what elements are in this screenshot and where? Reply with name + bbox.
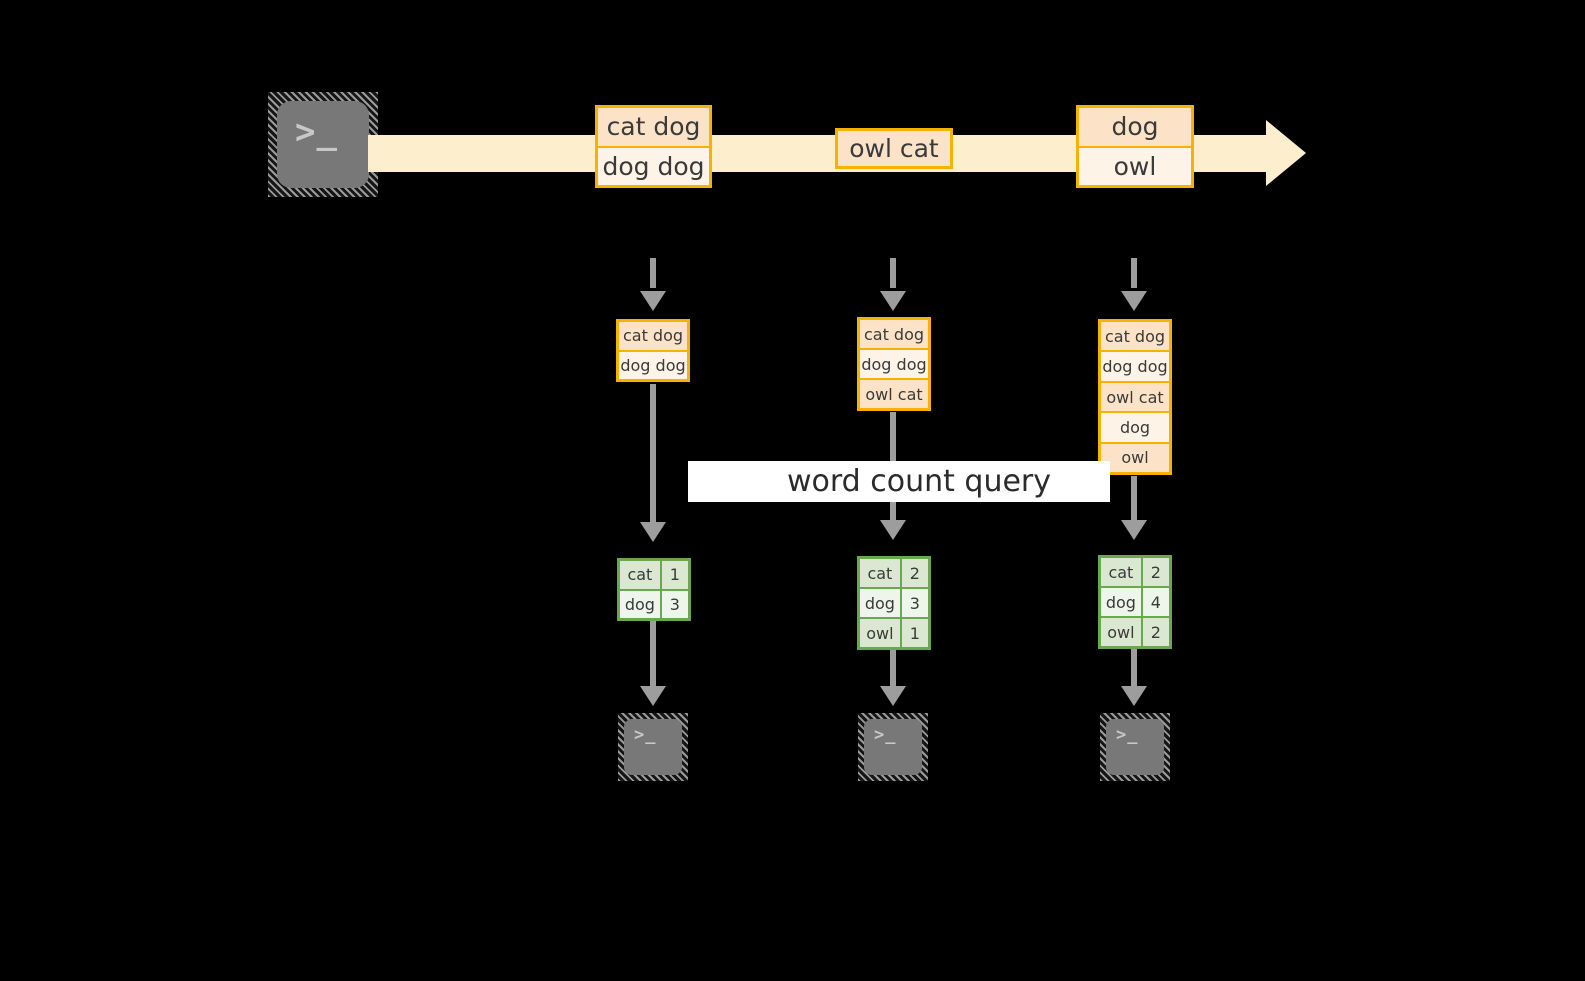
stream-event-1-line-2: dog dog (598, 145, 709, 185)
table-row: cat 2 (1101, 558, 1169, 586)
column-1-dashed-feed-arrowhead (640, 291, 666, 311)
query-label-text: word count query (786, 464, 1052, 499)
column-3-input-row: owl (1101, 441, 1169, 473)
result-word: cat (620, 561, 660, 589)
result-count: 2 (1140, 618, 1169, 646)
stream-event-1-line-1: cat dog (598, 108, 709, 146)
column-3-query-connector (1131, 476, 1137, 521)
table-row: dog 3 (620, 588, 688, 618)
column-3-sink-terminal-icon: >_ (1100, 713, 1170, 781)
result-count: 2 (899, 559, 928, 587)
result-count: 3 (659, 590, 688, 618)
stream-event-3-line-1: dog (1079, 108, 1191, 146)
column-1-input-row: dog dog (619, 349, 687, 379)
column-2-sink-terminal-icon: >_ (858, 713, 928, 781)
result-count: 3 (899, 589, 928, 617)
column-3-dashed-feed-segment (1131, 258, 1137, 288)
column-1-dashed-feed-segment (650, 258, 656, 288)
column-3-sink-terminal-body: >_ (1106, 719, 1164, 775)
column-3-result-table[interactable]: cat 2 dog 4 owl 2 (1098, 555, 1172, 649)
table-row: dog 3 (860, 587, 928, 617)
stream-event-2[interactable]: owl cat (835, 128, 953, 169)
column-1-sink-terminal-icon: >_ (618, 713, 688, 781)
column-2-dashed-feed-arrowhead (880, 291, 906, 311)
table-row: cat 2 (860, 559, 928, 587)
terminal-prompt-glyph: >_ (295, 112, 338, 152)
result-word: owl (860, 619, 900, 647)
column-2-dashed-feed-segment (890, 258, 896, 288)
result-word: cat (1101, 558, 1141, 586)
table-row: owl 1 (860, 617, 928, 647)
column-2-result-table[interactable]: cat 2 dog 3 owl 1 (857, 556, 931, 650)
stream-arrow-head (1266, 120, 1306, 186)
column-3-input-table[interactable]: cat dog dog dog owl cat dog owl (1098, 319, 1172, 475)
terminal-prompt-glyph: >_ (1116, 725, 1139, 745)
terminal-prompt-glyph: >_ (874, 725, 897, 745)
table-row: cat 1 (620, 561, 688, 589)
column-3-sink-connector (1131, 649, 1137, 687)
result-count: 1 (659, 561, 688, 589)
result-word: dog (620, 590, 660, 618)
column-1-query-arrowhead (640, 522, 666, 542)
result-word: dog (1101, 588, 1141, 616)
terminal-prompt-glyph: >_ (634, 725, 657, 745)
stream-event-3-line-2: owl (1079, 145, 1191, 185)
column-2-input-row: cat dog (860, 320, 928, 348)
column-1-sink-arrowhead (640, 686, 666, 706)
column-1-query-connector (650, 384, 656, 523)
result-count: 1 (899, 619, 928, 647)
column-3-dashed-feed-arrowhead (1121, 291, 1147, 311)
column-3-input-row: owl cat (1101, 380, 1169, 412)
column-2-sink-arrowhead (880, 686, 906, 706)
column-2-input-table[interactable]: cat dog dog dog owl cat (857, 317, 931, 411)
column-1-result-table[interactable]: cat 1 dog 3 (617, 558, 691, 621)
column-1-input-table[interactable]: cat dog dog dog (616, 319, 690, 382)
column-2-sink-terminal-body: >_ (864, 719, 922, 775)
column-3-input-row: dog (1101, 411, 1169, 442)
result-word: cat (860, 559, 900, 587)
column-2-query-arrowhead (880, 520, 906, 540)
column-3-input-row: cat dog (1101, 322, 1169, 351)
result-word: owl (1101, 618, 1141, 646)
column-3-sink-arrowhead (1121, 686, 1147, 706)
source-terminal-icon: >_ (268, 92, 378, 197)
column-3-input-row: dog dog (1101, 350, 1169, 381)
stream-event-3[interactable]: dog owl (1076, 105, 1194, 188)
stream-event-2-line-1: owl cat (838, 131, 950, 166)
column-1-sink-terminal-body: >_ (624, 719, 682, 775)
column-2-input-row: owl cat (860, 378, 928, 408)
source-terminal-body: >_ (277, 101, 369, 188)
column-1-sink-connector (650, 621, 656, 687)
table-row: owl 2 (1101, 616, 1169, 646)
column-2-input-row: dog dog (860, 348, 928, 378)
column-3-query-arrowhead (1121, 520, 1147, 540)
column-2-sink-connector (890, 650, 896, 687)
result-word: dog (860, 589, 900, 617)
table-row: dog 4 (1101, 586, 1169, 616)
result-count: 2 (1140, 558, 1169, 586)
column-1-input-row: cat dog (619, 322, 687, 350)
result-count: 4 (1140, 588, 1169, 616)
stream-event-1[interactable]: cat dog dog dog (595, 105, 712, 188)
query-label-band: word count query (688, 461, 1110, 502)
